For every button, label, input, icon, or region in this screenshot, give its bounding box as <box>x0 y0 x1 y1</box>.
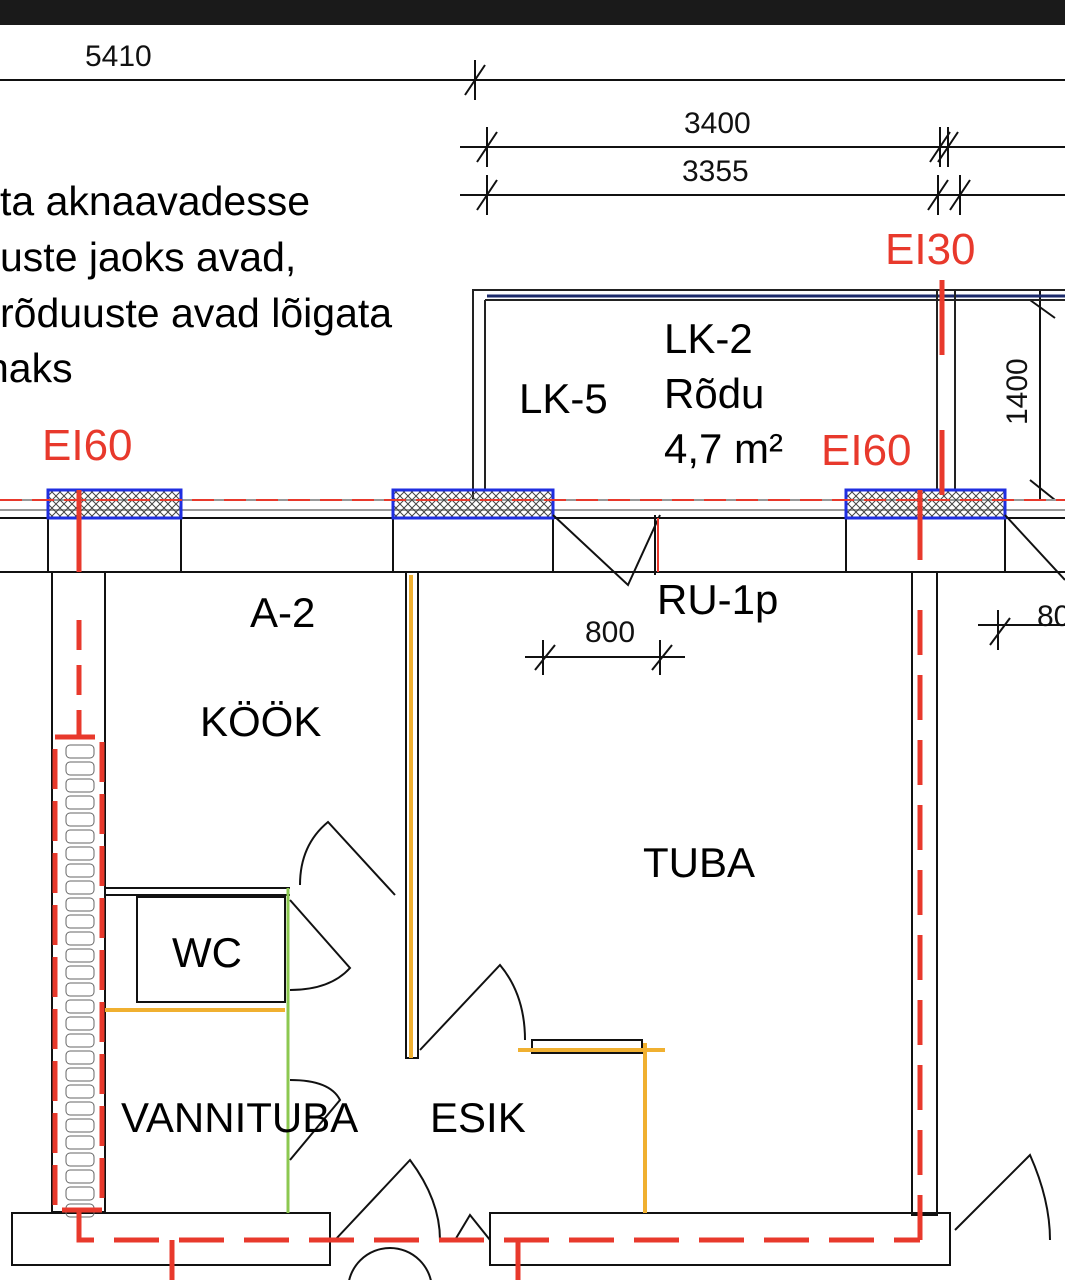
shaft-cell <box>65 829 95 844</box>
apartment-code: A-2 <box>250 589 315 636</box>
dimension-1400: 1400 <box>1001 358 1034 425</box>
shaft-cell <box>65 982 95 997</box>
note-line-1: ta aknaavadesse <box>0 178 310 224</box>
shaft-cell <box>65 761 95 776</box>
doors <box>289 514 1065 1241</box>
dimension-80: 80 <box>1037 600 1065 633</box>
room-label-kitchen: KÖÖK <box>200 698 321 745</box>
shaft-cell <box>65 1033 95 1048</box>
shaft-cell <box>65 897 95 912</box>
note-line-3: rõduuste avad lõigata <box>0 290 392 336</box>
shaft-cell <box>65 1135 95 1150</box>
fire-rating-ei60-left: EI60 <box>42 421 133 470</box>
dimension-3355: 3355 <box>682 155 749 188</box>
shaft-cell <box>65 880 95 895</box>
room-label-living: TUBA <box>643 839 755 886</box>
shaft-cell <box>65 1152 95 1167</box>
note-line-4: naks <box>0 345 73 391</box>
fire-compartment-lines <box>0 280 1065 1280</box>
shaft-cell <box>65 863 95 878</box>
window-frames <box>46 488 1007 520</box>
shaft-cell <box>65 1169 95 1184</box>
balcony-name: Rõdu <box>664 370 764 417</box>
shaft-cell <box>65 1050 95 1065</box>
shaft-cell <box>65 1016 95 1031</box>
balcony-entry-door-code: RU-1p <box>657 576 778 623</box>
shaft-cell <box>65 1118 95 1133</box>
shaft-cell <box>65 1067 95 1082</box>
shaft-cell <box>65 999 95 1014</box>
dimension-lines <box>0 60 1065 675</box>
shaft-cell <box>65 812 95 827</box>
dimension-800: 800 <box>585 616 635 649</box>
section-marker <box>348 1247 432 1280</box>
shaft-cell <box>65 1186 95 1201</box>
interior-walls <box>11 571 951 1266</box>
fire-rating-ei60-right: EI60 <box>821 426 912 475</box>
top-bar <box>0 0 1065 25</box>
room-label-bathroom: VANNITUBA <box>121 1094 358 1141</box>
shaft-cell <box>65 965 95 980</box>
shaft-cells <box>65 744 95 1218</box>
note-line-2: uste jaoks avad, <box>0 234 296 280</box>
shaft-cell <box>65 1084 95 1099</box>
shaft-cell <box>65 795 95 810</box>
fire-rating-ei30: EI30 <box>885 225 976 274</box>
balcony-area: 4,7 m² <box>664 425 783 472</box>
room-label-hallway: ESIK <box>430 1094 526 1141</box>
balcony-door-code: LK-5 <box>519 375 608 422</box>
dimension-5410: 5410 <box>85 40 152 73</box>
shaft-cell <box>65 914 95 929</box>
shaft-cell <box>65 948 95 963</box>
dimension-3400: 3400 <box>684 107 751 140</box>
room-label-wc: WC <box>172 929 242 976</box>
shaft-cell <box>65 744 95 759</box>
balcony-code: LK-2 <box>664 315 753 362</box>
shaft-cell <box>65 1101 95 1116</box>
shaft-cell <box>65 778 95 793</box>
shaft-cell <box>65 846 95 861</box>
shaft-cell <box>65 931 95 946</box>
